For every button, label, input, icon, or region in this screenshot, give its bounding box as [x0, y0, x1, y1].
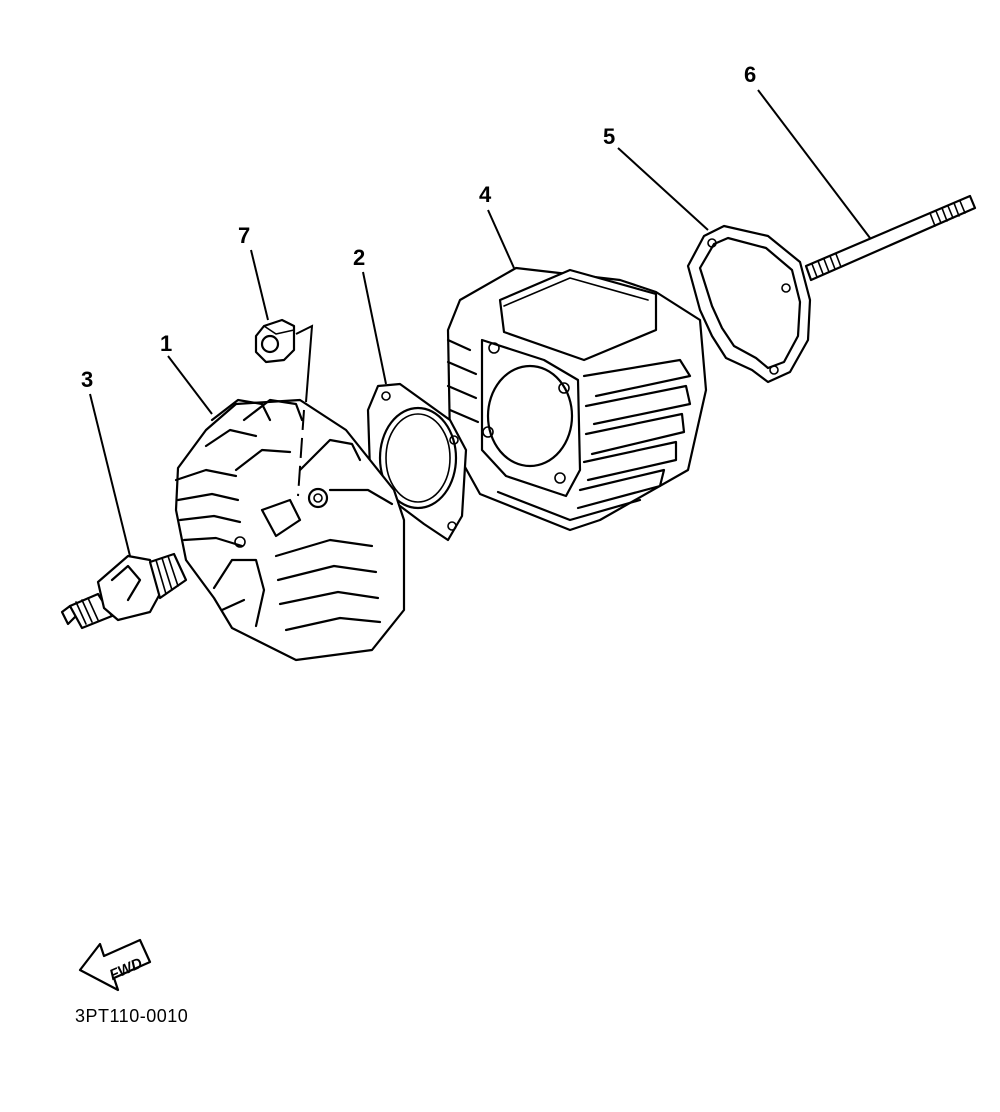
leader-1 — [167, 355, 213, 415]
leader-6 — [757, 89, 871, 239]
part-5-base-gasket — [686, 224, 812, 384]
part-7-nut — [254, 318, 296, 364]
leader-axis-dashed — [297, 409, 305, 497]
leader-7 — [250, 249, 269, 321]
leader-4 — [487, 209, 515, 269]
leader-2 — [362, 271, 387, 385]
part-4-cylinder — [446, 266, 708, 532]
callout-5: 5 — [603, 124, 615, 149]
diagram-code: 3PT110-0010 — [75, 1006, 189, 1026]
part-6-stud-bolt — [804, 194, 977, 282]
leader-3 — [89, 393, 131, 557]
part-1-cylinder-head — [174, 398, 406, 662]
callout-4: 4 — [479, 182, 492, 207]
part-3-spark-plug — [60, 552, 188, 630]
fwd-arrow-icon: FWD — [78, 938, 152, 992]
leader-5 — [617, 147, 709, 231]
leader-7-axis — [295, 324, 314, 403]
callout-3: 3 — [81, 367, 93, 392]
callout-1: 1 — [160, 331, 172, 356]
part-2-head-gasket — [366, 382, 468, 542]
callout-6: 6 — [744, 62, 756, 87]
callout-2: 2 — [353, 245, 365, 270]
callout-7: 7 — [238, 223, 250, 248]
